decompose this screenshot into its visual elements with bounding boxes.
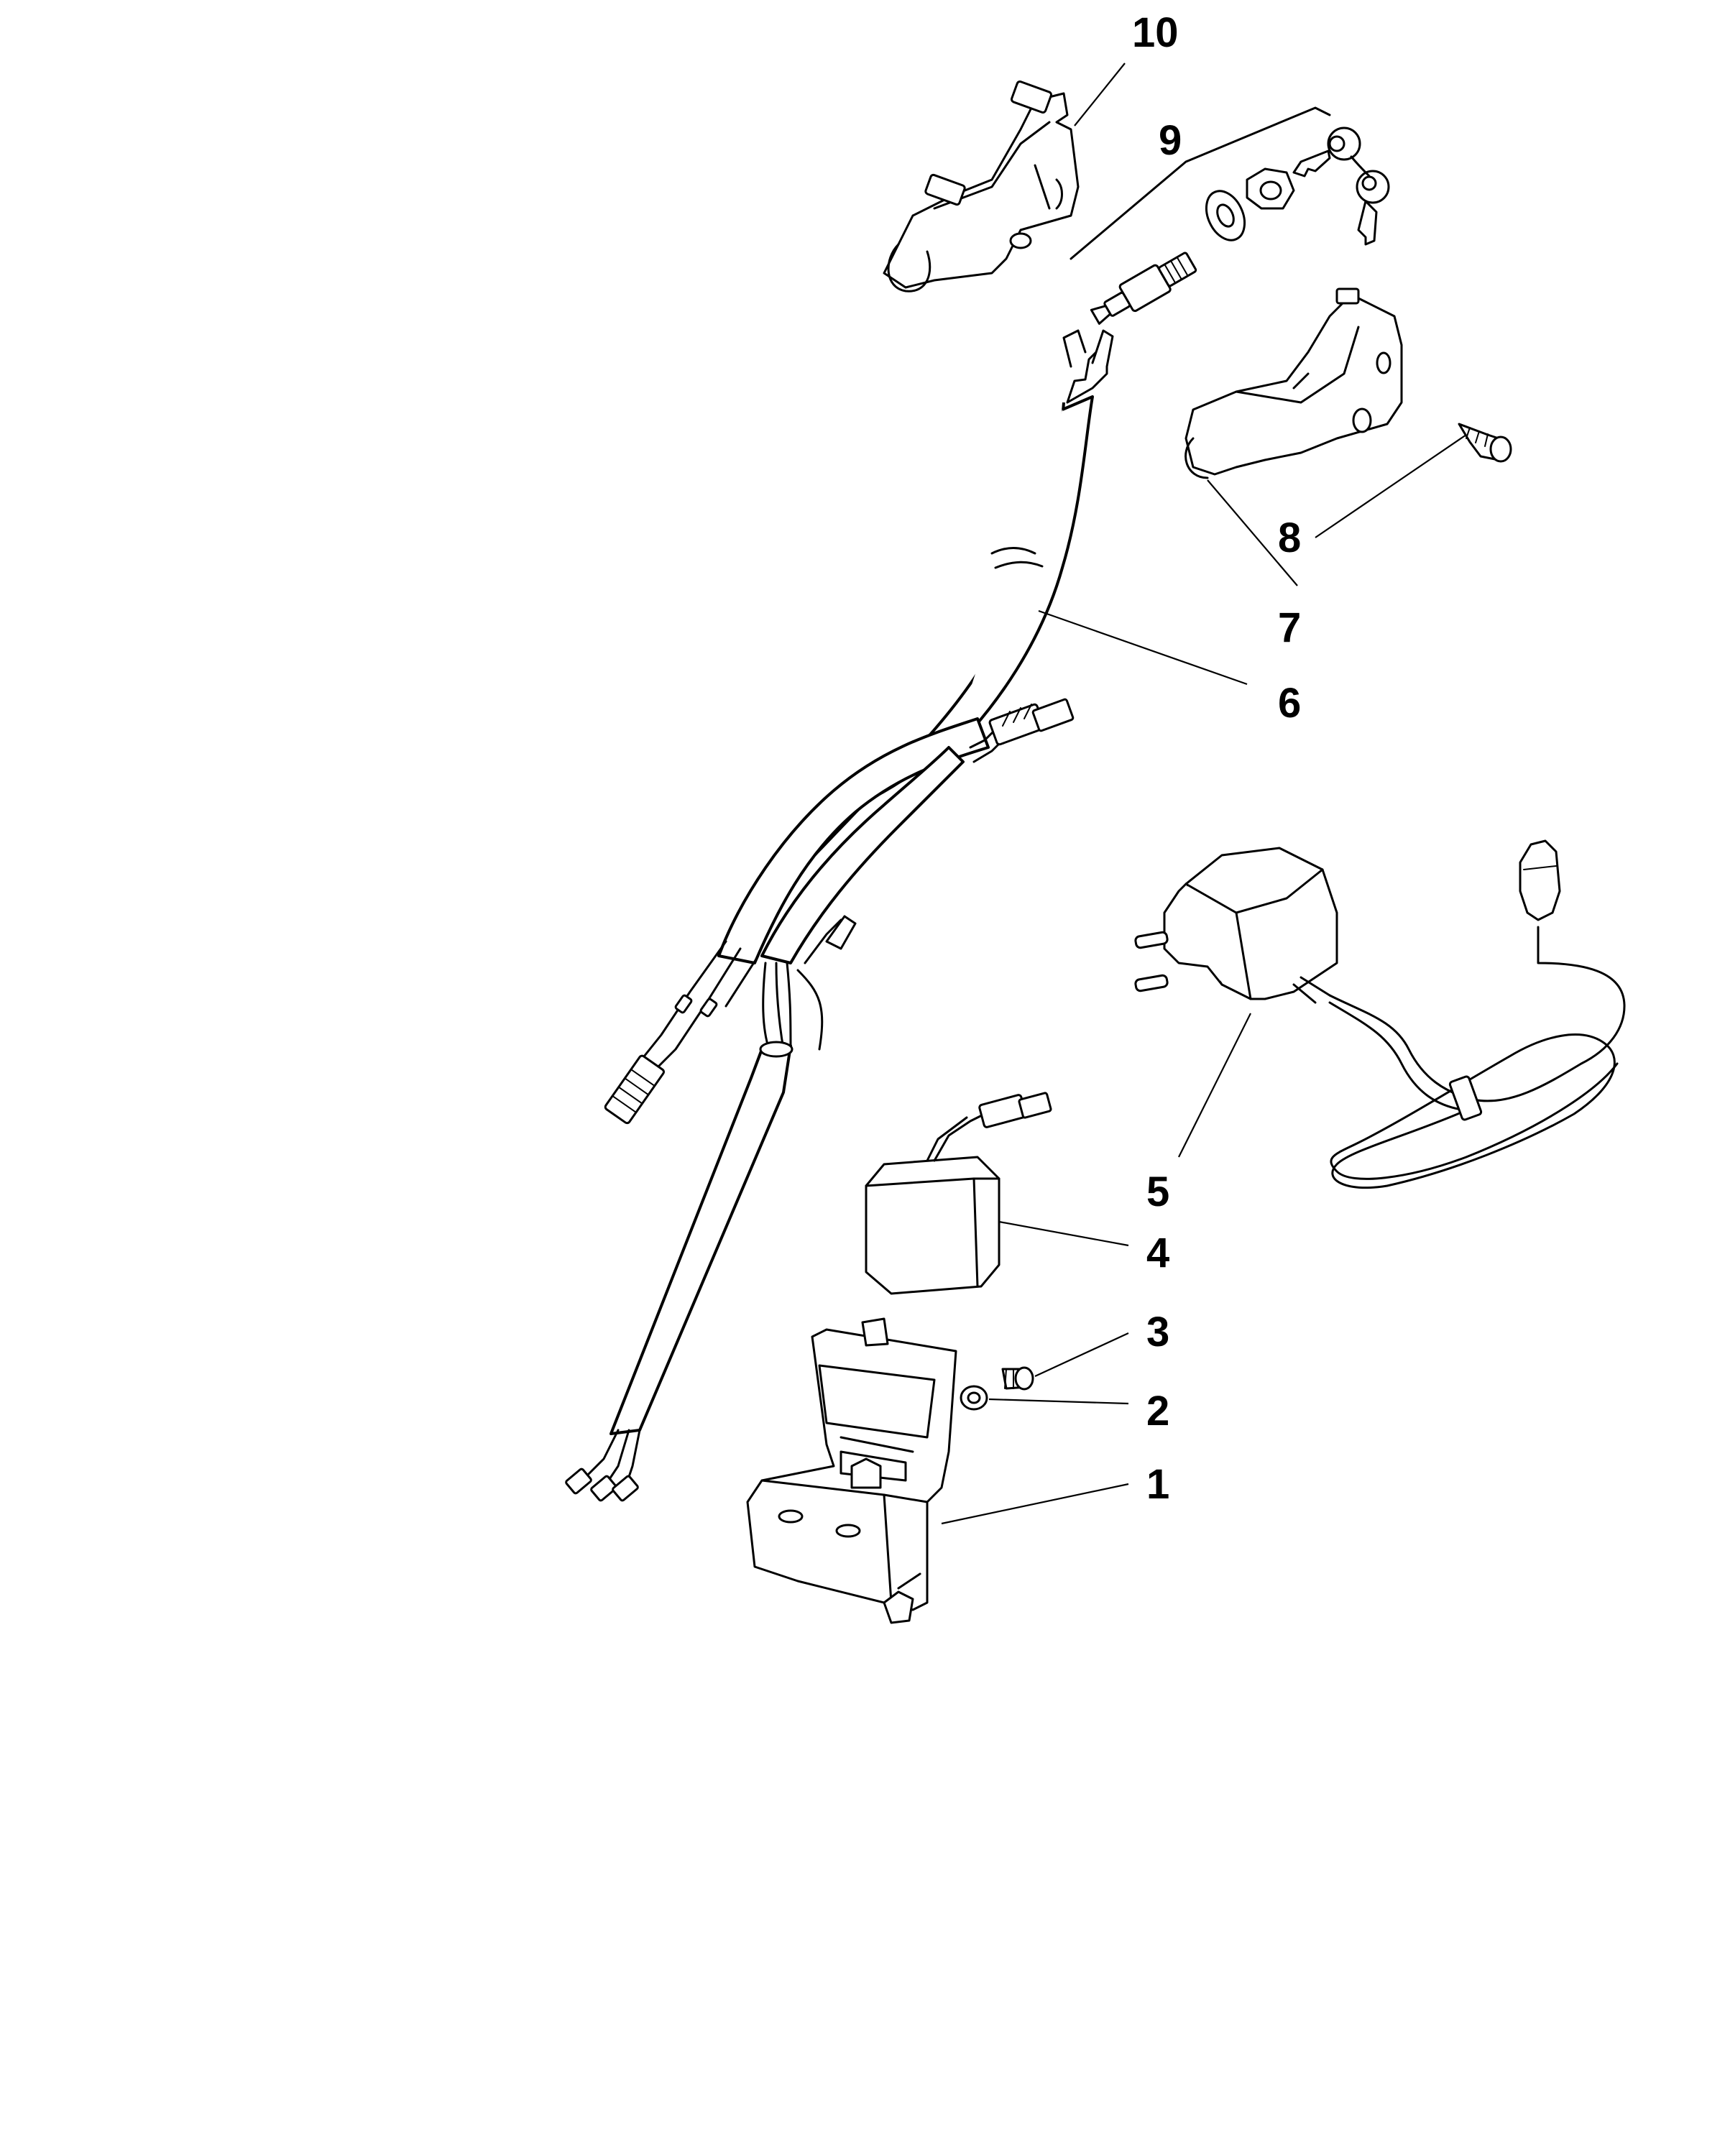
part-6-wiring-harness xyxy=(565,329,1114,1502)
part-9-key-switch xyxy=(1070,106,1390,325)
callout-4: 4 xyxy=(1146,1230,1169,1276)
part-5-charger xyxy=(1134,839,1626,1189)
callout-6: 6 xyxy=(1278,680,1301,727)
leader-lines xyxy=(941,63,1467,1525)
part-7-bracket xyxy=(1184,287,1403,479)
leader-1 xyxy=(941,1483,1129,1525)
part-10-handle-bracket xyxy=(883,80,1080,292)
leader-4 xyxy=(998,1220,1129,1247)
leader-8 xyxy=(1315,434,1467,538)
callout-5: 5 xyxy=(1146,1169,1169,1215)
part-4-battery xyxy=(865,1092,1052,1295)
part-1-battery-box xyxy=(746,1317,957,1624)
keys-icon xyxy=(1292,126,1390,246)
leader-2 xyxy=(988,1398,1129,1405)
callout-7: 7 xyxy=(1278,604,1301,651)
leader-10 xyxy=(1074,63,1126,126)
callout-numbers: 10 9 8 7 6 5 4 3 2 1 xyxy=(1132,9,1301,1508)
callout-9: 9 xyxy=(1159,117,1182,164)
callout-10: 10 xyxy=(1132,9,1179,56)
leader-6 xyxy=(1038,609,1248,686)
callout-8: 8 xyxy=(1278,515,1301,561)
leader-5 xyxy=(1178,1013,1251,1158)
leader-7 xyxy=(1207,479,1298,586)
part-8-screw xyxy=(1458,423,1512,463)
callout-2: 2 xyxy=(1146,1388,1169,1434)
leader-3 xyxy=(1034,1332,1129,1377)
part-3-screw xyxy=(1001,1366,1034,1391)
part-2-washer xyxy=(960,1385,988,1411)
callout-3: 3 xyxy=(1146,1309,1169,1355)
callout-1: 1 xyxy=(1146,1461,1169,1508)
